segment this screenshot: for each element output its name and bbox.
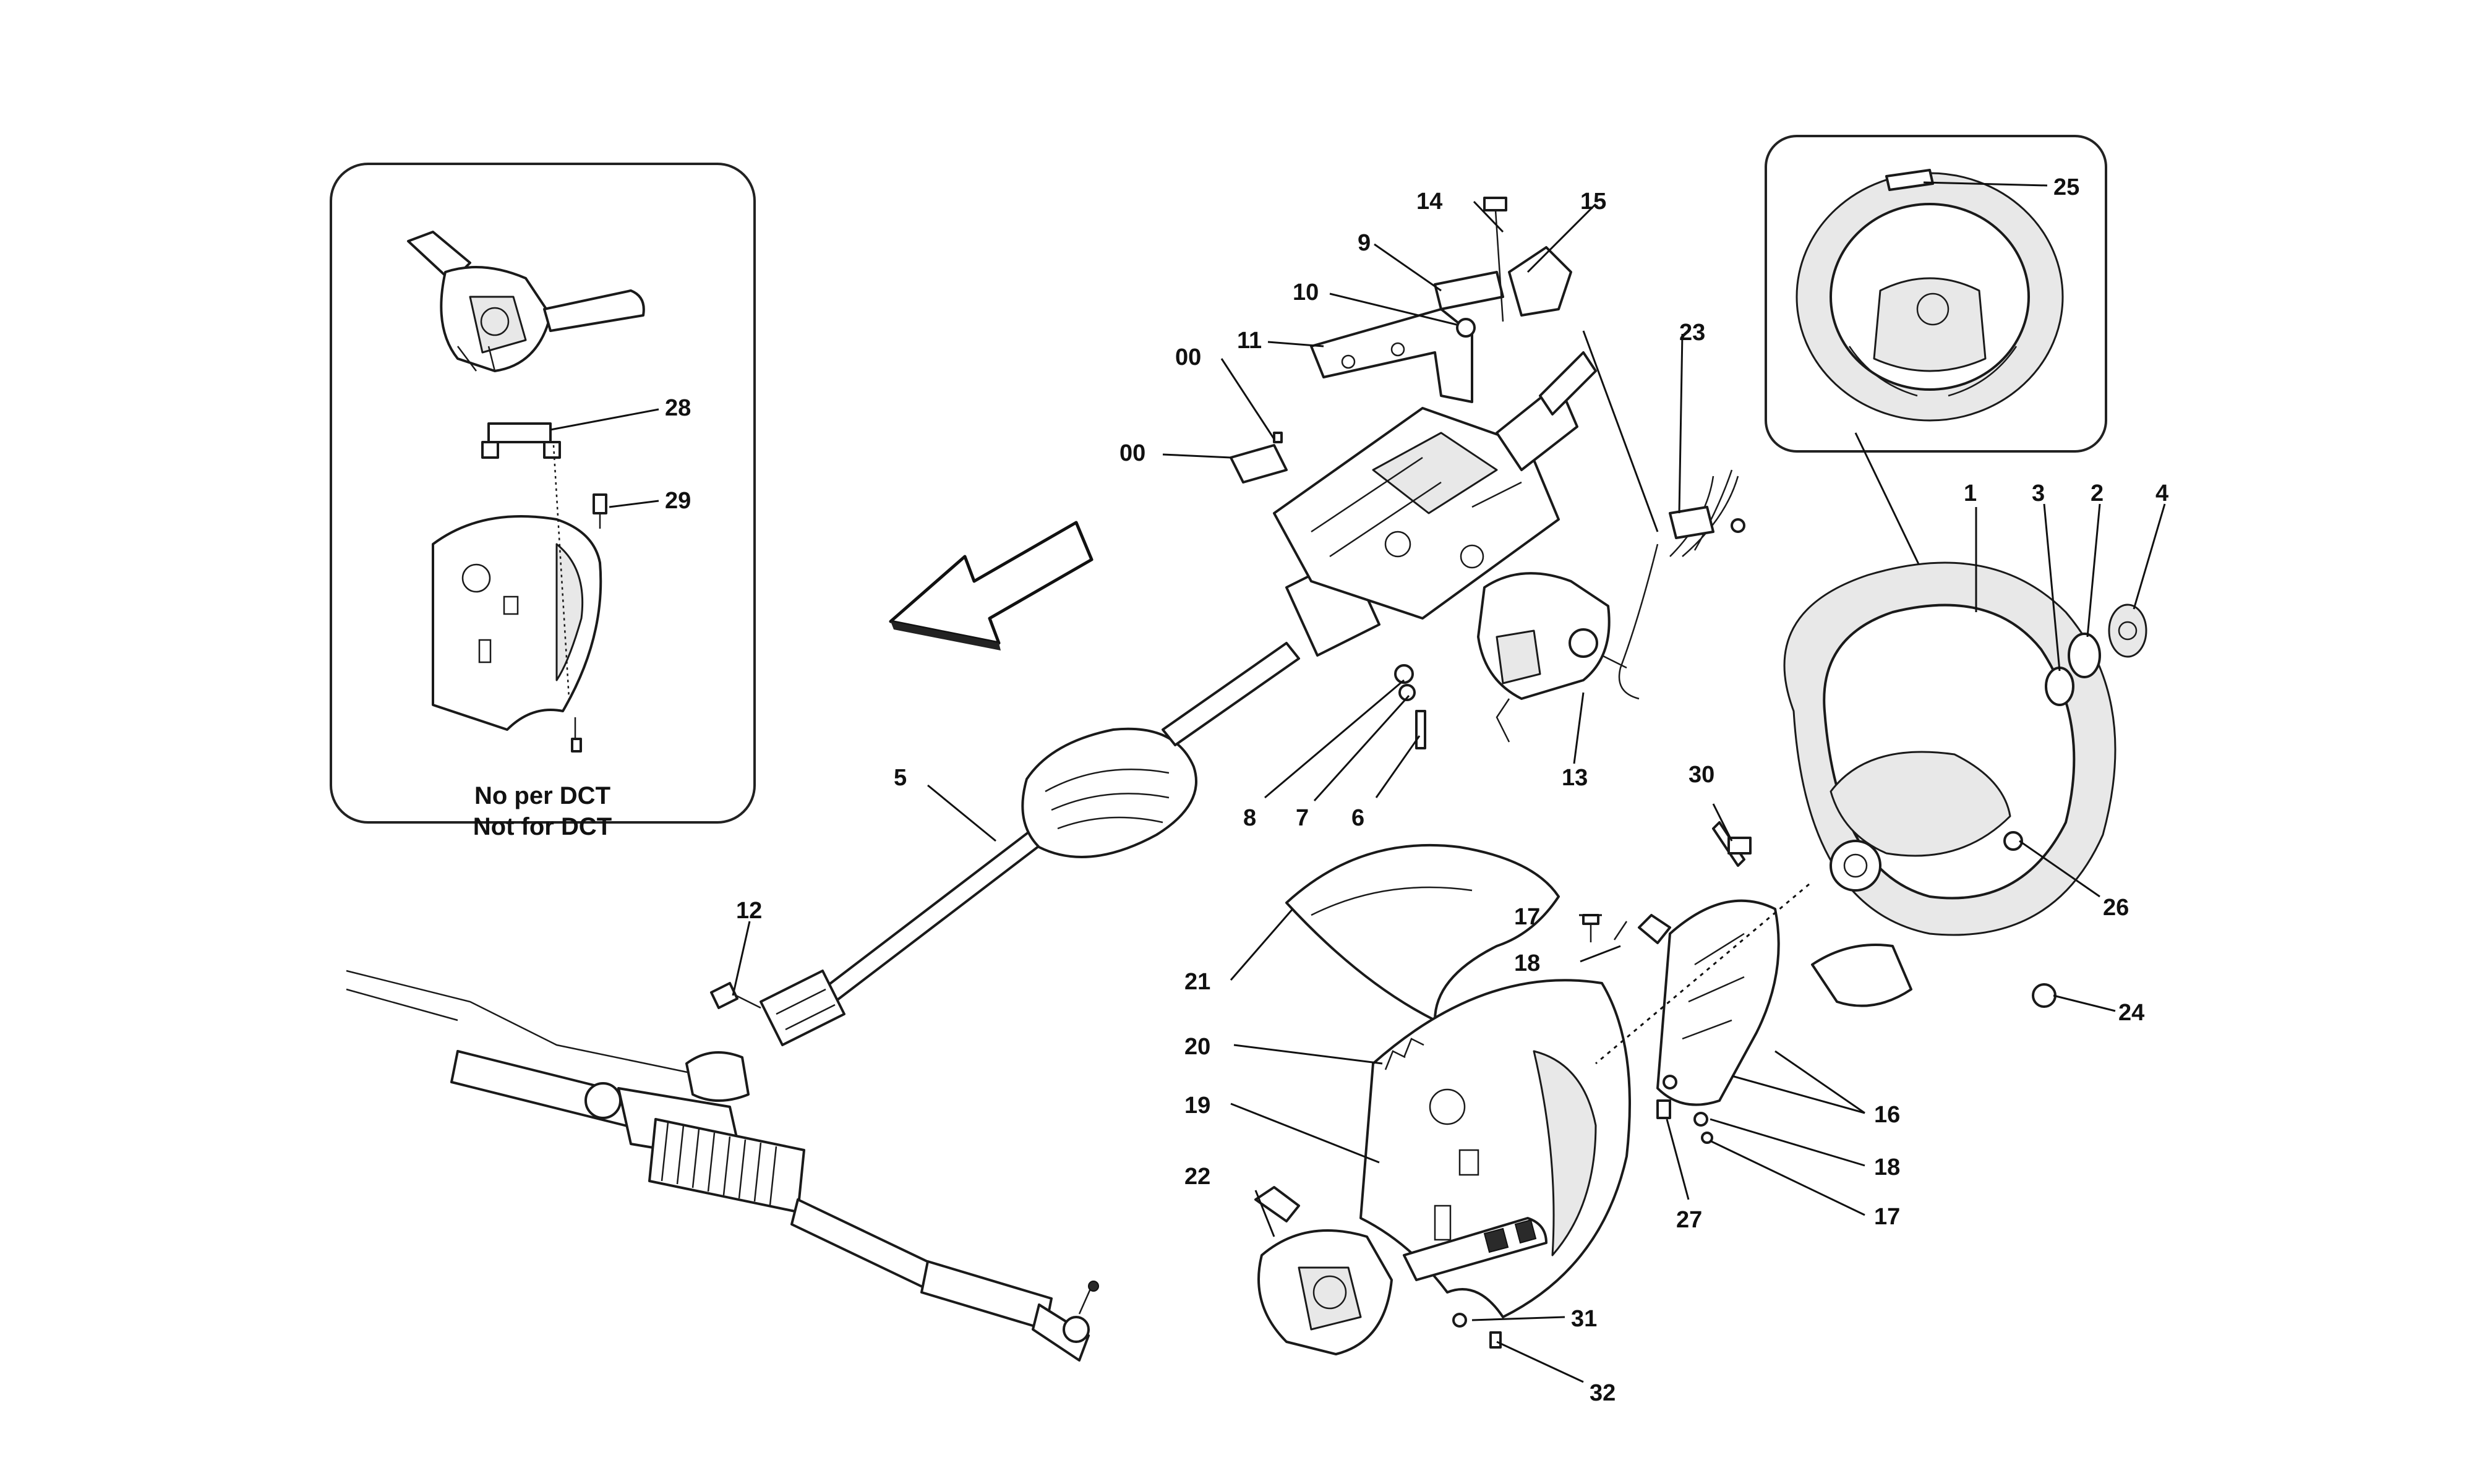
callout-4: 4 [2155,480,2168,506]
callout-9: 9 [1358,230,1371,256]
bolt-12 [710,982,761,1009]
callout-30: 30 [1689,762,1714,788]
rack-bellows-boot [648,1118,805,1213]
callout-00-lower: 00 [1119,440,1145,466]
mounting-bracket-16 [1638,899,1780,1106]
button-26 [2003,831,2023,851]
callout-27: 27 [1676,1207,1702,1233]
callout-11: 11 [1237,328,1262,354]
callout-16: 16 [1874,1102,1900,1128]
inset-panel-no-dct: 28 29 No per DCT Not for DCT [330,163,756,840]
callout-26: 26 [2103,895,2129,921]
callout-17-upper: 17 [1514,904,1540,930]
callout-22: 22 [1184,1164,1210,1190]
callout-32: 32 [1590,1380,1616,1406]
callout-13: 13 [1562,765,1588,791]
callout-8: 8 [1243,805,1256,831]
callout-2: 2 [2091,480,2104,506]
steering-rack-assembly [346,970,1099,1362]
callout-3: 3 [2032,480,2045,506]
bracket-15 [1508,246,1572,317]
callout-10: 10 [1293,279,1319,305]
callout-7: 7 [1296,805,1309,831]
hub-nut-washer-set [2045,603,2147,706]
clamp-9 [1434,271,1504,310]
steering-wheel-detail-inset [1765,135,2107,453]
inset-caption-line1: No per DCT [474,782,610,809]
callout-14: 14 [1416,189,1442,215]
inset-caption-line2: Not for DCT [473,813,612,840]
upper-bracket-11 [1310,308,1473,403]
callout-15: 15 [1580,189,1606,215]
bolt-14 [1483,197,1507,322]
callout-leader-lines [732,181,2166,1383]
clip-00 [1230,432,1288,484]
callout-00-upper: 00 [1175,344,1201,370]
lower-shroud-19 [1359,979,1631,1318]
inset-lower-shroud [432,515,602,753]
upper-shroud-21 [1285,843,1560,1021]
washer-10 [1456,318,1476,338]
intermediate-shaft-5 [710,642,1300,1046]
bolt-6-washer-7-8 [1394,664,1426,749]
callout-24: 24 [2118,1000,2144,1026]
wiring-23 [1618,469,1745,700]
shaft-boot [1021,727,1197,858]
inset-stalk-switch-assembly [407,231,645,372]
callout-17-lower: 17 [1874,1204,1900,1230]
screws-17-18-27-30-31-32 [1452,837,1752,1349]
front-direction-arrow-icon [889,521,1094,650]
switch-assembly-22 [1254,1186,1547,1355]
callout-21: 21 [1184,969,1210,995]
cap-24 [2032,983,2057,1008]
universal-joint-12 [760,970,845,1046]
inset-screw-29 [593,493,607,529]
callout-5: 5 [894,765,907,791]
callout-numbers: 14 15 9 10 11 00 00 23 8 7 6 13 5 12 1 3… [736,174,2168,1406]
callout-12: 12 [736,898,762,924]
callout-18-lower: 18 [1874,1154,1900,1180]
callout-20: 20 [1184,1034,1210,1060]
callout-29: 29 [665,488,691,514]
callout-28: 28 [665,395,691,421]
callout-31: 31 [1571,1306,1597,1332]
callout-18-upper: 18 [1514,950,1540,976]
callout-1: 1 [1964,480,1977,506]
steering-column-assembly [1230,197,1745,749]
steering-wheel-1 [1712,561,2117,1007]
callout-25: 25 [2053,174,2079,200]
callout-19: 19 [1184,1093,1210,1119]
inset-bracket-28 [481,422,561,459]
ignition-lock-13 [1477,572,1627,743]
callout-6: 6 [1351,805,1364,831]
tie-rod-end [1032,1281,1099,1362]
callout-23: 23 [1679,320,1705,346]
